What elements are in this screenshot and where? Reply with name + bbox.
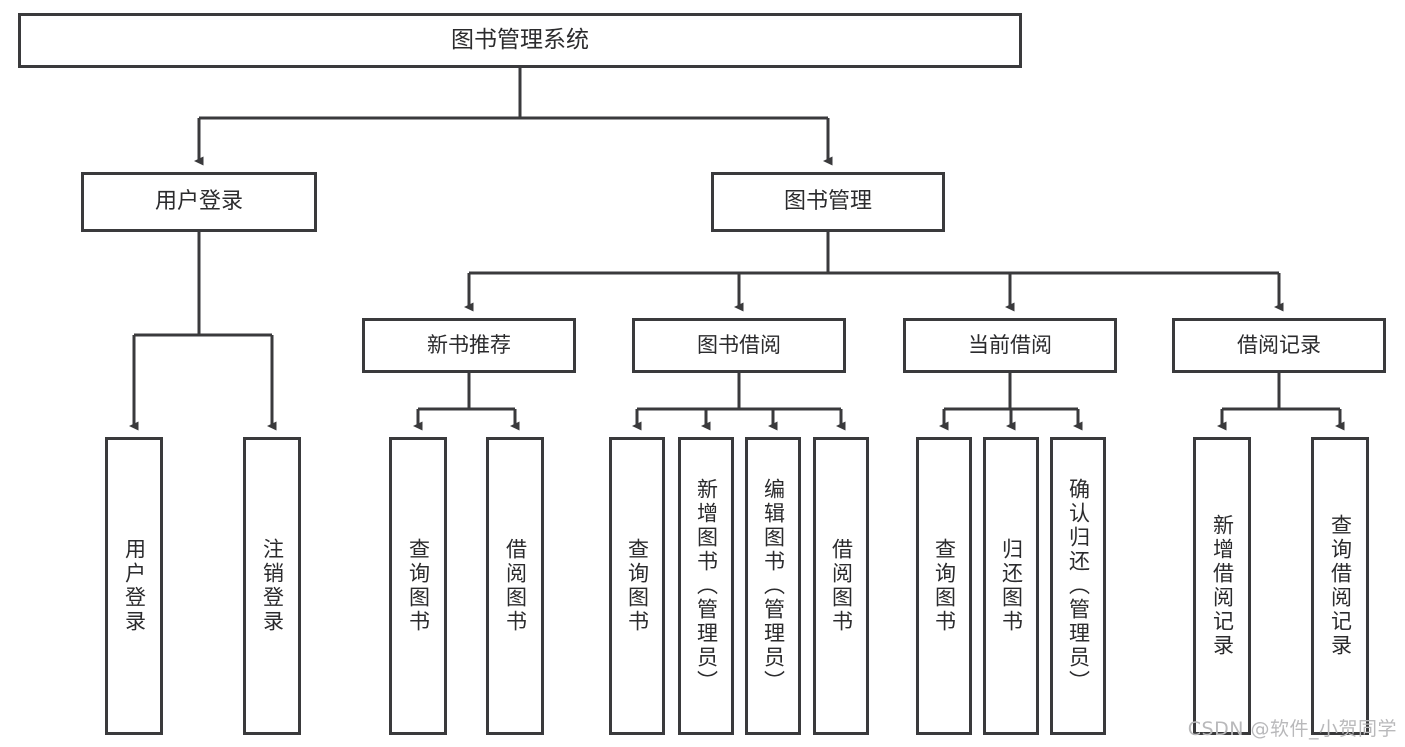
node-label: 注销登录 xyxy=(260,538,285,634)
node-l-q3[interactable]: 查询图书 xyxy=(916,437,972,735)
node-label: 查询借阅记录 xyxy=(1328,514,1353,658)
node-label: 确认归还（管理员） xyxy=(1066,478,1091,694)
node-l-logout[interactable]: 注销登录 xyxy=(243,437,301,735)
node-label: 借阅图书 xyxy=(829,538,854,634)
node-label: 当前借阅 xyxy=(968,333,1052,358)
node-l-addrec[interactable]: 新增借阅记录 xyxy=(1193,437,1251,735)
node-current[interactable]: 当前借阅 xyxy=(903,318,1117,373)
node-label: 归还图书 xyxy=(999,538,1024,634)
node-l-q2[interactable]: 查询图书 xyxy=(609,437,665,735)
node-l-add[interactable]: 新增图书（管理员） xyxy=(678,437,734,735)
node-label: 查询图书 xyxy=(932,538,957,634)
node-label: 用户登录 xyxy=(122,538,147,634)
node-borrow[interactable]: 图书借阅 xyxy=(632,318,846,373)
node-l-conf[interactable]: 确认归还（管理员） xyxy=(1050,437,1106,735)
node-root[interactable]: 图书管理系统 xyxy=(18,13,1022,68)
node-l-qrec[interactable]: 查询借阅记录 xyxy=(1311,437,1369,735)
node-label: 图书借阅 xyxy=(697,333,781,358)
node-records[interactable]: 借阅记录 xyxy=(1172,318,1386,373)
node-label: 新书推荐 xyxy=(427,333,511,358)
node-l-edit[interactable]: 编辑图书（管理员） xyxy=(745,437,801,735)
node-l-b2[interactable]: 借阅图书 xyxy=(813,437,869,735)
node-login[interactable]: 用户登录 xyxy=(81,172,317,232)
node-label: 图书管理系统 xyxy=(451,27,589,54)
node-l-q1[interactable]: 查询图书 xyxy=(389,437,447,735)
watermark-text: CSDN @软件_小贺同学 xyxy=(1187,718,1397,740)
node-label: 查询图书 xyxy=(406,538,431,634)
node-label: 图书管理 xyxy=(783,189,872,215)
node-label: 查询图书 xyxy=(625,538,650,634)
node-l-login[interactable]: 用户登录 xyxy=(105,437,163,735)
node-label: 用户登录 xyxy=(154,189,243,215)
node-label: 新增借阅记录 xyxy=(1210,514,1235,658)
node-label: 编辑图书（管理员） xyxy=(761,478,786,694)
node-l-b1[interactable]: 借阅图书 xyxy=(486,437,544,735)
node-label: 新增图书（管理员） xyxy=(694,478,719,694)
node-newbook[interactable]: 新书推荐 xyxy=(362,318,576,373)
node-label: 借阅记录 xyxy=(1237,333,1321,358)
node-bookmgmt[interactable]: 图书管理 xyxy=(711,172,945,232)
node-label: 借阅图书 xyxy=(503,538,528,634)
node-l-ret[interactable]: 归还图书 xyxy=(983,437,1039,735)
